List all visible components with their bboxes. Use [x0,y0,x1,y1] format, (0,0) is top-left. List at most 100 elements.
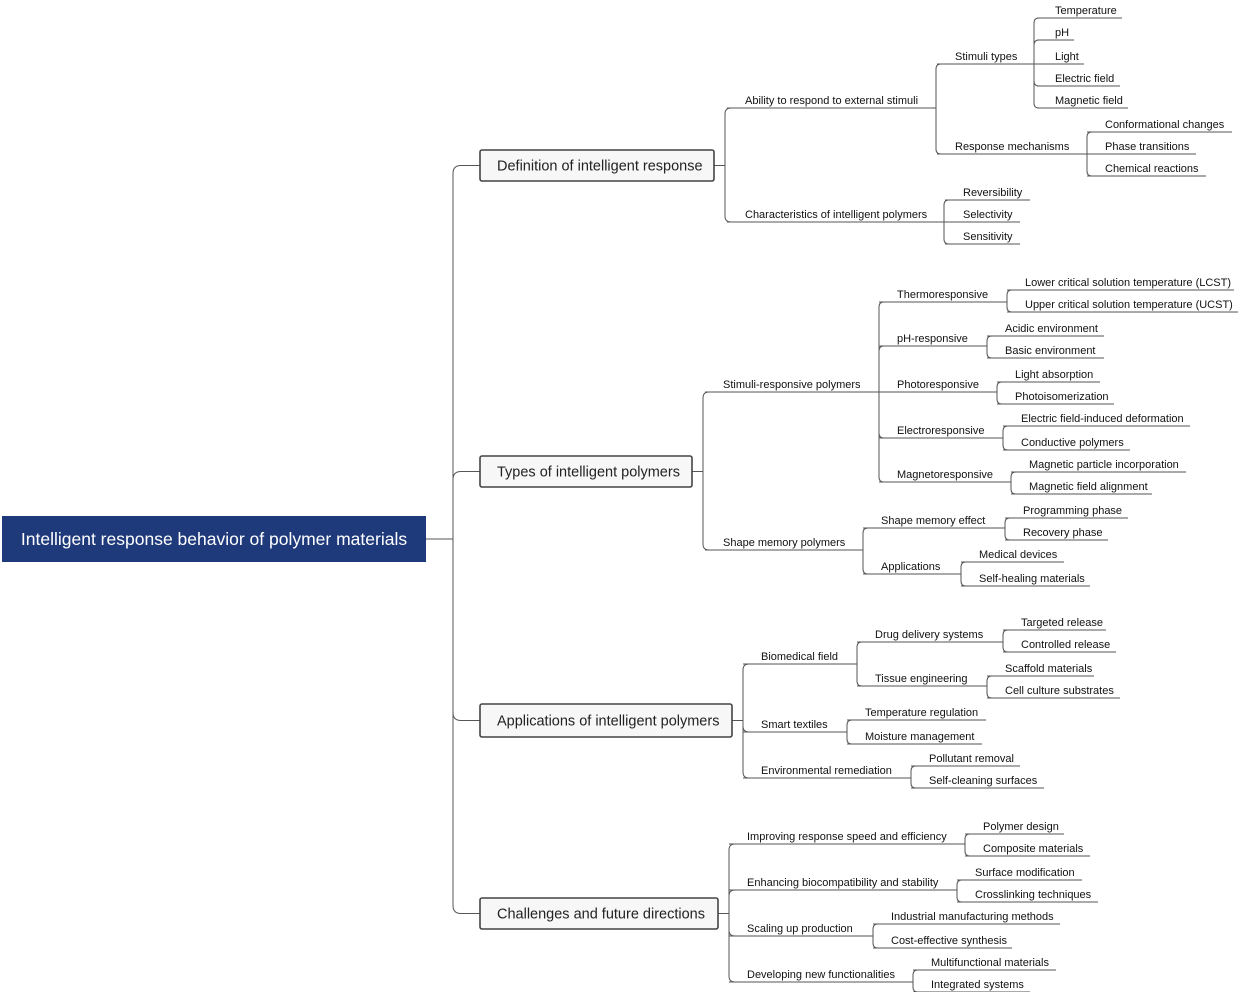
node-photoisomerization[interactable]: Photoisomerization [1015,391,1109,403]
connector [996,392,1003,405]
node-basic-environment[interactable]: Basic environment [1005,345,1096,357]
branch-connector [452,539,480,721]
branch-label: Types of intelligent polymers [497,465,680,481]
connector [943,222,950,245]
node-applications[interactable]: Applications [881,561,941,573]
branch-node-challenges-and-future-directions[interactable] [479,897,719,930]
node-light[interactable]: Light [1055,51,1079,63]
connector [702,391,710,472]
node-lower-critical-solution-temperature-lcst[interactable]: Lower critical solution temperature (LCS… [1025,277,1231,289]
connector [1002,425,1009,438]
node-chemical-reactions[interactable]: Chemical reactions [1105,163,1199,175]
connector [728,913,736,983]
branch-node-definition-of-intelligent-response[interactable] [479,149,715,182]
node-improving-response-speed-and-efficiency[interactable]: Improving response speed and efficiency [747,831,947,843]
node-upper-critical-solution-temperature-ucst[interactable]: Upper critical solution temperature (UCS… [1025,299,1233,311]
node-light-absorption[interactable]: Light absorption [1015,369,1093,381]
node-stimuli-types[interactable]: Stimuli types [955,51,1018,63]
node-selectivity[interactable]: Selectivity [963,209,1013,221]
node-medical-devices[interactable]: Medical devices [979,549,1058,561]
node-acidic-environment[interactable]: Acidic environment [1005,323,1098,335]
node-thermoresponsive[interactable]: Thermoresponsive [897,289,988,301]
node-tissue-engineering[interactable]: Tissue engineering [875,673,968,685]
node-programming-phase[interactable]: Programming phase [1023,505,1122,517]
node-controlled-release[interactable]: Controlled release [1021,639,1110,651]
node-targeted-release[interactable]: Targeted release [1021,617,1103,629]
root-node[interactable] [2,516,426,562]
node-industrial-manufacturing-methods[interactable]: Industrial manufacturing methods [891,911,1054,923]
node-enhancing-biocompatibility-and-stability[interactable]: Enhancing biocompatibility and stability [747,877,939,889]
node-smart-textiles[interactable]: Smart textiles [761,719,828,731]
node-multifunctional-materials[interactable]: Multifunctional materials [931,957,1049,969]
connector [878,345,885,392]
node-sensitivity[interactable]: Sensitivity [963,231,1013,243]
node-temperature[interactable]: Temperature [1055,5,1117,17]
branch-connector [452,165,480,539]
node-self-healing-materials[interactable]: Self-healing materials [979,573,1085,585]
node-electroresponsive[interactable]: Electroresponsive [897,425,984,437]
node-electric-field[interactable]: Electric field [1055,73,1114,85]
connector [1010,471,1017,482]
connector [935,63,942,108]
node-biomedical-field[interactable]: Biomedical field [761,651,838,663]
node-cell-culture-substrates[interactable]: Cell culture substrates [1005,685,1114,697]
node-drug-delivery-systems[interactable]: Drug delivery systems [875,629,984,641]
node-temperature-regulation[interactable]: Temperature regulation [865,707,978,719]
branch-label: Definition of intelligent response [497,159,703,175]
connector [910,765,917,778]
node-surface-modification[interactable]: Surface modification [975,867,1075,879]
node-magnetic-field-alignment[interactable]: Magnetic field alignment [1029,481,1148,493]
node-crosslinking-techniques[interactable]: Crosslinking techniques [975,889,1092,901]
node-pollutant-removal[interactable]: Pollutant removal [929,753,1014,765]
node-polymer-design[interactable]: Polymer design [983,821,1059,833]
node-moisture-management[interactable]: Moisture management [865,731,974,743]
node-conductive-polymers[interactable]: Conductive polymers [1021,437,1124,449]
connector [935,108,942,155]
branch-node-applications-of-intelligent-polymers[interactable] [479,703,733,738]
connector [1033,39,1040,64]
connector [996,381,1003,392]
node-photoresponsive[interactable]: Photoresponsive [897,379,979,391]
node-characteristics-of-intelligent-polymers[interactable]: Characteristics of intelligent polymers [745,209,928,221]
node-ph[interactable]: pH [1055,27,1069,39]
node-cost-effective-synthesis[interactable]: Cost-effective synthesis [891,935,1007,947]
node-recovery-phase[interactable]: Recovery phase [1023,527,1103,539]
connector [872,936,879,949]
connector [1004,517,1011,528]
node-environmental-remediation[interactable]: Environmental remediation [761,765,892,777]
branch-connector [452,539,480,914]
connector [910,778,917,789]
node-phase-transitions[interactable]: Phase transitions [1105,141,1190,153]
branch-node-types-of-intelligent-polymers[interactable] [479,455,693,488]
connector [986,346,993,359]
node-developing-new-functionalities[interactable]: Developing new functionalities [747,969,895,981]
node-shape-memory-polymers[interactable]: Shape memory polymers [723,537,846,549]
mind-map-nodes: Intelligent response behavior of polymer… [2,5,1238,992]
branch-label: Challenges and future directions [497,907,705,923]
connector [728,913,736,937]
connector [1033,64,1040,87]
node-stimuli-responsive-polymers[interactable]: Stimuli-responsive polymers [723,379,861,391]
node-magnetic-particle-incorporation[interactable]: Magnetic particle incorporation [1029,459,1179,471]
node-scaling-up-production[interactable]: Scaling up production [747,923,853,935]
node-magnetic-field[interactable]: Magnetic field [1055,95,1123,107]
node-ph-responsive[interactable]: pH-responsive [897,333,968,345]
branch-label: Applications of intelligent polymers [497,714,719,730]
node-conformational-changes[interactable]: Conformational changes [1105,119,1225,131]
node-ability-to-respond-to-external-stimuli[interactable]: Ability to respond to external stimuli [745,95,918,107]
node-electric-field-induced-deformation[interactable]: Electric field-induced deformation [1021,413,1184,425]
node-self-cleaning-surfaces[interactable]: Self-cleaning surfaces [929,775,1038,787]
node-magnetoresponsive[interactable]: Magnetoresponsive [897,469,993,481]
connector [1004,528,1011,541]
node-composite-materials[interactable]: Composite materials [983,843,1084,855]
node-reversibility[interactable]: Reversibility [963,187,1023,199]
node-shape-memory-effect[interactable]: Shape memory effect [881,515,985,527]
connector [728,889,736,914]
node-response-mechanisms[interactable]: Response mechanisms [955,141,1070,153]
node-integrated-systems[interactable]: Integrated systems [931,979,1024,991]
node-scaffold-materials[interactable]: Scaffold materials [1005,663,1093,675]
connector [960,574,967,587]
connector [742,720,750,733]
connector [862,527,869,550]
